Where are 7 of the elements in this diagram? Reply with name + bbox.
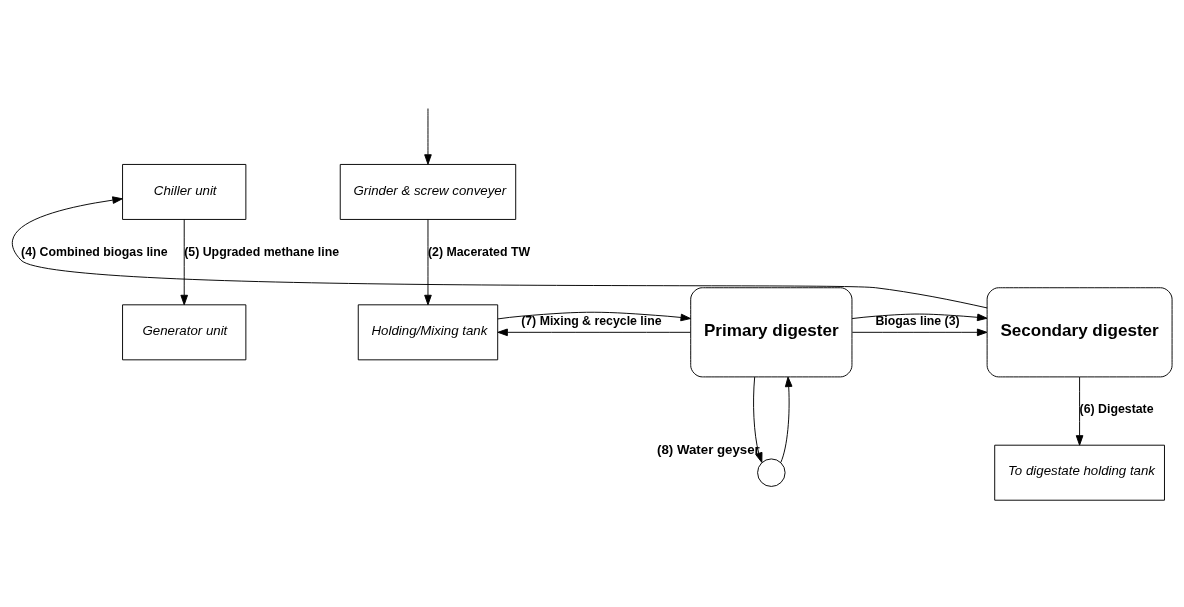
edge-label: Biogas line (3) (875, 313, 960, 328)
edge-label: (4) Combined biogas line (21, 244, 168, 259)
edge-label: (5) Upgraded methane line (184, 244, 340, 259)
edge-label: (6) Digestate (1079, 401, 1154, 416)
node-label: (8) Water geyser (657, 441, 760, 457)
edge-label: (7) Mixing & recycle line (521, 313, 662, 328)
edge-label: (2) Macerated TW (427, 244, 531, 259)
